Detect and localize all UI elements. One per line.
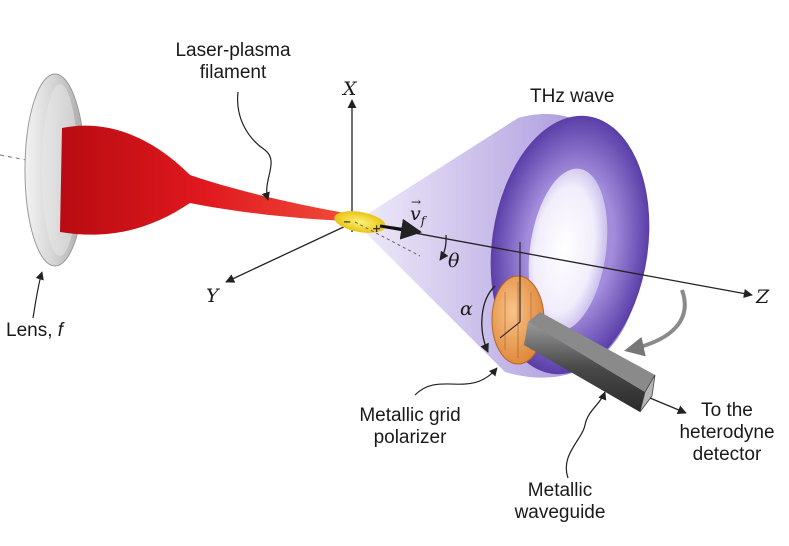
theta-ray (354, 221, 421, 257)
label-lens-f: f (57, 320, 64, 341)
metallic-waveguide (524, 312, 656, 413)
leader-laser (237, 91, 272, 201)
velocity-arrow (379, 218, 423, 240)
label-heterodyne-detector: To the heterodyne detector (668, 400, 786, 466)
label-axis-y: Y (206, 285, 219, 307)
laser-filament (60, 125, 345, 235)
label-axis-x: X (343, 78, 357, 100)
label-axis-z: Z (756, 286, 770, 308)
label-grid-line2: polarizer (373, 427, 447, 448)
label-laser-line2: filament (199, 62, 267, 83)
label-wg-line1: Metallic (527, 480, 593, 501)
detector-arrow (649, 397, 687, 415)
theta-arc (439, 234, 449, 261)
plasma-spot: − + (334, 211, 386, 235)
label-lens-text: Lens, (6, 320, 58, 341)
label-velocity: →vf (410, 195, 426, 228)
svg-text:+: + (372, 222, 381, 235)
label-velocity-sub: f (420, 213, 426, 228)
label-det-line1: To the (701, 400, 753, 421)
svg-text:−: − (343, 217, 351, 228)
label-lens: Lens, f (6, 320, 63, 342)
leader-lens (32, 271, 44, 319)
leader-polarizer (414, 367, 498, 396)
label-alpha: α (460, 298, 473, 320)
label-laser-line1: Laser-plasma (175, 40, 291, 61)
label-velocity-v: v (410, 203, 421, 225)
alpha-arc (480, 285, 496, 353)
polarizer-diagonal-axis (499, 321, 521, 339)
label-metallic-grid-polarizer: Metallic grid polarizer (330, 405, 490, 449)
rotation-curved-arrow (624, 289, 687, 357)
axis-y (225, 223, 351, 283)
label-theta: θ (448, 250, 460, 272)
label-grid-line1: Metallic grid (359, 405, 461, 426)
label-laser-plasma-filament: Laser-plasma filament (168, 40, 298, 84)
label-wg-line2: waveguide (514, 502, 606, 523)
leader-waveguide (565, 391, 607, 479)
label-thz-wave: THz wave (530, 86, 615, 107)
label-metallic-waveguide: Metallic waveguide (500, 480, 620, 524)
label-det-line3: detector (692, 444, 762, 465)
label-det-line2: heterodyne (679, 422, 775, 443)
